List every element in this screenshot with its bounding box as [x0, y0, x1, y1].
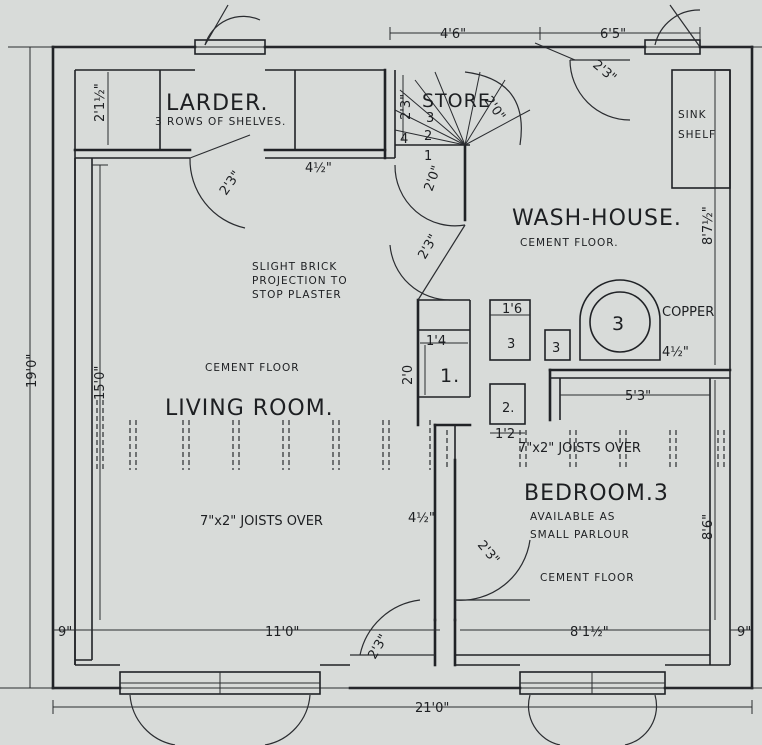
dim-wall-right: 9"	[737, 625, 751, 640]
dim-store-door-b: 2'0"	[422, 164, 445, 194]
dim-overall-width: 21'0"	[415, 701, 449, 716]
living-joists-note: 7"x2" JOISTS OVER	[200, 514, 323, 529]
stair-step-3: 3	[426, 111, 434, 126]
dim-bedroom-width: 8'1½"	[570, 625, 609, 640]
bedroom-floor-note: CEMENT FLOOR	[540, 572, 635, 584]
dimension-lines	[22, 27, 753, 714]
dim-larder-door: 2'3"	[217, 168, 244, 198]
store-label: STORE	[422, 90, 491, 112]
dim-wash-height: 8'7½"	[701, 206, 716, 245]
dim-top-left: 4'6"	[440, 27, 466, 42]
living-room-label: LIVING ROOM.	[165, 396, 334, 421]
stair	[394, 71, 531, 146]
bedroom-note-line-2: SMALL PARLOUR	[530, 529, 630, 541]
dim-hall-door: 2'3"	[415, 232, 441, 262]
dim-cupboard-1-height: 2'0	[401, 365, 416, 385]
brick-note-line-3: STOP PLASTER	[252, 289, 342, 301]
larder-shelves-note: 3 ROWS OF SHELVES.	[155, 116, 286, 128]
brick-note-line-2: PROJECTION TO	[252, 275, 348, 287]
bedroom-note-line-1: AVAILABLE AS	[530, 511, 615, 523]
dim-larder-partition: 4½"	[305, 161, 332, 176]
joists	[96, 400, 725, 470]
copper-number: 3	[612, 313, 625, 335]
bedroom-joists-note: 7"x2" JOISTS OVER	[518, 441, 641, 456]
dim-wall-left: 9"	[58, 625, 72, 640]
dim-bed-door: 2'3"	[474, 538, 502, 568]
cupboard-2-label: 2.	[502, 401, 514, 416]
dim-bedroom-top: 5'3"	[625, 389, 651, 404]
dim-living-width: 11'0"	[265, 625, 299, 640]
cupboard-3b-label: 3	[552, 341, 560, 356]
dim-overall-height: 19'0"	[25, 354, 40, 388]
door-swings	[129, 4, 701, 745]
cupboard-3a-label: 3	[507, 337, 515, 352]
larder-label: LARDER.	[166, 91, 268, 116]
wash-house-floor-note: CEMENT FLOOR.	[520, 237, 619, 249]
dim-living-height: 15'0"	[93, 366, 108, 400]
dim-bedroom-height: 8'6"	[701, 514, 716, 540]
internal-walls	[73, 68, 732, 667]
dim-partition-lower: 4½"	[408, 511, 435, 526]
stair-step-4: 4	[400, 132, 408, 147]
cupboard-1-label: 1.	[440, 365, 460, 387]
living-floor-note: CEMENT FLOOR	[205, 362, 300, 374]
wash-house-label: WASH-HOUSE.	[512, 206, 682, 231]
dim-store-height: 2'3"	[399, 94, 414, 120]
dim-larder-depth: 2'1½"	[93, 83, 108, 122]
sink-label: SINK	[678, 109, 707, 121]
shelf-label: SHELF	[678, 129, 716, 141]
brick-note-line-1: SLIGHT BRICK	[252, 261, 337, 273]
dim-top-right: 6'5"	[600, 27, 626, 42]
dim-cupboard-1-width: 1'4	[426, 334, 446, 349]
bedroom-label: BEDROOM.3	[524, 481, 669, 506]
outer-walls	[0, 45, 762, 690]
stair-step-1: 1	[424, 149, 432, 164]
dim-cupboard-3-width: 1'6	[502, 302, 522, 317]
dim-wash-door: 2'3"	[589, 58, 619, 86]
dim-cupboard-2-width: 1'2	[495, 427, 515, 442]
dim-copper-wall: 4½"	[662, 345, 689, 360]
dim-front-door: 2'3"	[365, 632, 391, 662]
copper-label: COPPER	[662, 305, 714, 320]
stair-step-2: 2	[424, 129, 432, 144]
